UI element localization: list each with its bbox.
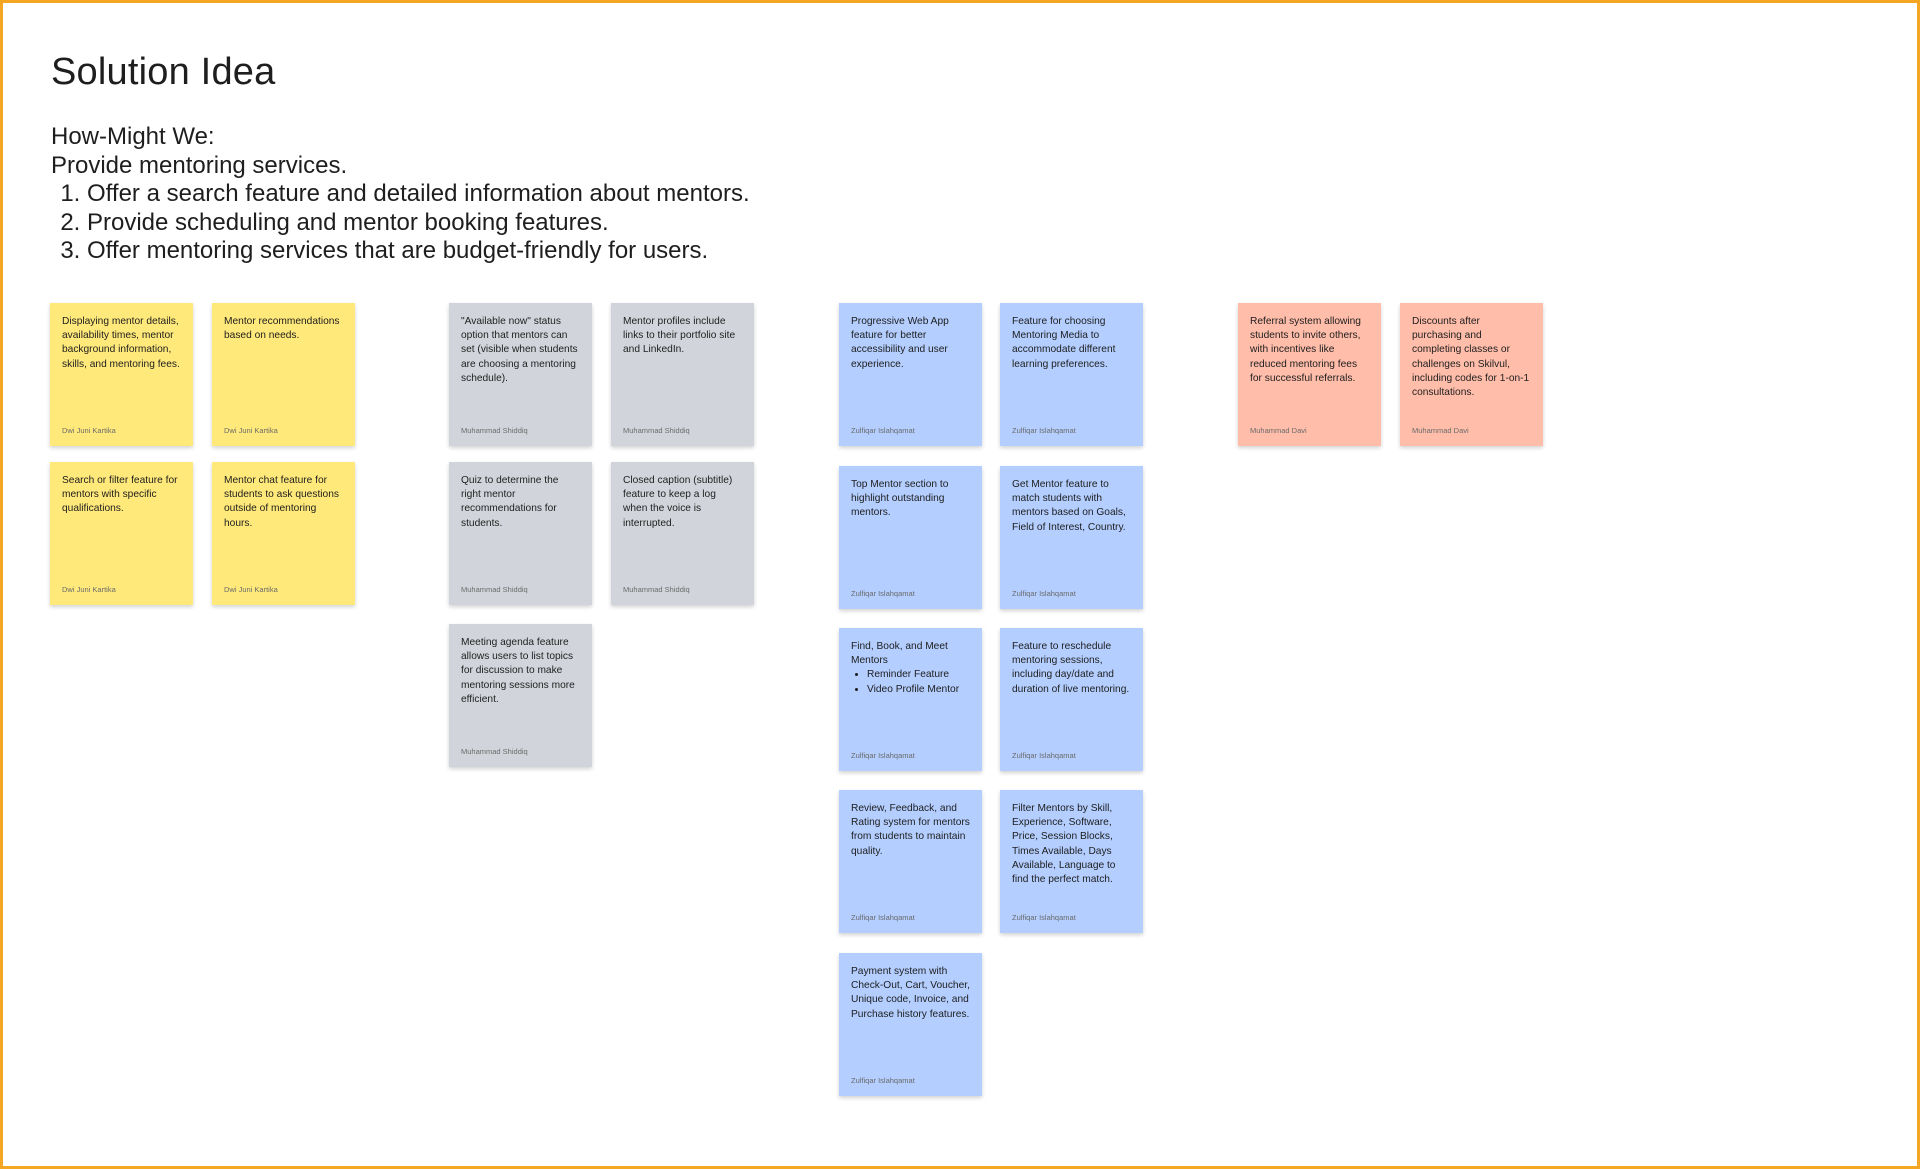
sticky-note-blue[interactable]: Feature to reschedule mentoring sessions…	[1000, 628, 1143, 771]
hmw-subheading: Provide mentoring services.	[51, 151, 348, 179]
note-text: Feature for choosing Mentoring Media to …	[1012, 316, 1116, 370]
note-bullet: Reminder Feature	[867, 668, 970, 682]
note-bullet-list: Reminder Feature Video Profile Mentor	[851, 668, 970, 696]
note-author: Muhammad Davi	[1412, 426, 1469, 435]
note-author: Zulfiqar Islahqamat	[851, 1076, 915, 1085]
hmw-list: Offer a search feature and detailed info…	[51, 180, 750, 266]
hmw-item: Provide scheduling and mentor booking fe…	[87, 209, 750, 238]
sticky-note-blue[interactable]: Top Mentor section to highlight outstand…	[839, 466, 982, 609]
note-text: Top Mentor section to highlight outstand…	[851, 479, 949, 519]
note-text: Quiz to determine the right mentor recom…	[461, 475, 559, 529]
note-author: Zulfiqar Islahqamat	[851, 913, 915, 922]
note-text: Payment system with Check-Out, Cart, Vou…	[851, 966, 970, 1020]
note-author: Zulfiqar Islahqamat	[1012, 913, 1076, 922]
note-author: Zulfiqar Islahqamat	[851, 751, 915, 760]
note-author: Muhammad Shiddiq	[461, 585, 528, 594]
sticky-note-blue[interactable]: Progressive Web App feature for better a…	[839, 303, 982, 446]
note-text: Displaying mentor details, availability …	[62, 316, 180, 370]
note-text: Get Mentor feature to match students wit…	[1012, 479, 1126, 533]
note-text: Search or filter feature for mentors wit…	[62, 475, 178, 515]
sticky-note-blue[interactable]: Find, Book, and Meet Mentors Reminder Fe…	[839, 628, 982, 771]
sticky-note-blue[interactable]: Review, Feedback, and Rating system for …	[839, 790, 982, 933]
note-text: Discounts after purchasing and completin…	[1412, 316, 1530, 399]
note-bullet: Video Profile Mentor	[867, 683, 970, 697]
note-author: Muhammad Shiddiq	[461, 426, 528, 435]
note-text: Closed caption (subtitle) feature to kee…	[623, 475, 733, 529]
how-might-we-block: How-Might We: Provide mentoring services…	[51, 123, 750, 266]
note-author: Muhammad Shiddiq	[623, 426, 690, 435]
sticky-note-yellow[interactable]: Displaying mentor details, availability …	[50, 303, 193, 446]
note-author: Muhammad Shiddiq	[623, 585, 690, 594]
hmw-item: Offer a search feature and detailed info…	[87, 180, 750, 209]
note-author: Dwi Juni Kartika	[224, 426, 278, 435]
sticky-note-gray[interactable]: Meeting agenda feature allows users to l…	[449, 624, 592, 767]
note-author: Zulfiqar Islahqamat	[851, 426, 915, 435]
note-text: "Available now" status option that mento…	[461, 316, 578, 384]
sticky-note-salmon[interactable]: Discounts after purchasing and completin…	[1400, 303, 1543, 446]
sticky-note-gray[interactable]: Quiz to determine the right mentor recom…	[449, 462, 592, 605]
hmw-item: Offer mentoring services that are budget…	[87, 237, 750, 266]
sticky-note-blue[interactable]: Get Mentor feature to match students wit…	[1000, 466, 1143, 609]
note-text: Feature to reschedule mentoring sessions…	[1012, 641, 1130, 695]
note-text: Meeting agenda feature allows users to l…	[461, 637, 575, 705]
sticky-note-gray[interactable]: Closed caption (subtitle) feature to kee…	[611, 462, 754, 605]
sticky-note-gray[interactable]: "Available now" status option that mento…	[449, 303, 592, 446]
note-text: Review, Feedback, and Rating system for …	[851, 803, 970, 857]
note-author: Dwi Juni Kartika	[62, 585, 116, 594]
sticky-note-yellow[interactable]: Mentor recommendations based on needs. D…	[212, 303, 355, 446]
note-author: Dwi Juni Kartika	[62, 426, 116, 435]
note-text: Filter Mentors by Skill, Experience, Sof…	[1012, 803, 1116, 886]
sticky-note-blue[interactable]: Filter Mentors by Skill, Experience, Sof…	[1000, 790, 1143, 933]
sticky-note-salmon[interactable]: Referral system allowing students to inv…	[1238, 303, 1381, 446]
note-text-line: Find, Book, and Meet Mentors	[851, 641, 948, 667]
sticky-note-yellow[interactable]: Mentor chat feature for students to ask …	[212, 462, 355, 605]
note-author: Zulfiqar Islahqamat	[1012, 426, 1076, 435]
note-text: Mentor recommendations based on needs.	[224, 316, 340, 342]
sticky-note-gray[interactable]: Mentor profiles include links to their p…	[611, 303, 754, 446]
note-author: Muhammad Davi	[1250, 426, 1307, 435]
note-author: Zulfiqar Islahqamat	[1012, 589, 1076, 598]
sticky-note-blue[interactable]: Feature for choosing Mentoring Media to …	[1000, 303, 1143, 446]
note-author: Zulfiqar Islahqamat	[851, 589, 915, 598]
note-text: Mentor profiles include links to their p…	[623, 316, 736, 356]
note-author: Dwi Juni Kartika	[224, 585, 278, 594]
note-text: Find, Book, and Meet Mentors Reminder Fe…	[851, 640, 970, 697]
note-author: Muhammad Shiddiq	[461, 747, 528, 756]
note-author: Zulfiqar Islahqamat	[1012, 751, 1076, 760]
note-text: Progressive Web App feature for better a…	[851, 316, 949, 370]
page-title: Solution Idea	[51, 51, 276, 93]
sticky-note-blue[interactable]: Payment system with Check-Out, Cart, Vou…	[839, 953, 982, 1096]
note-text: Mentor chat feature for students to ask …	[224, 475, 339, 529]
hmw-heading: How-Might We:	[51, 123, 215, 150]
note-text: Referral system allowing students to inv…	[1250, 316, 1361, 384]
sticky-note-yellow[interactable]: Search or filter feature for mentors wit…	[50, 462, 193, 605]
